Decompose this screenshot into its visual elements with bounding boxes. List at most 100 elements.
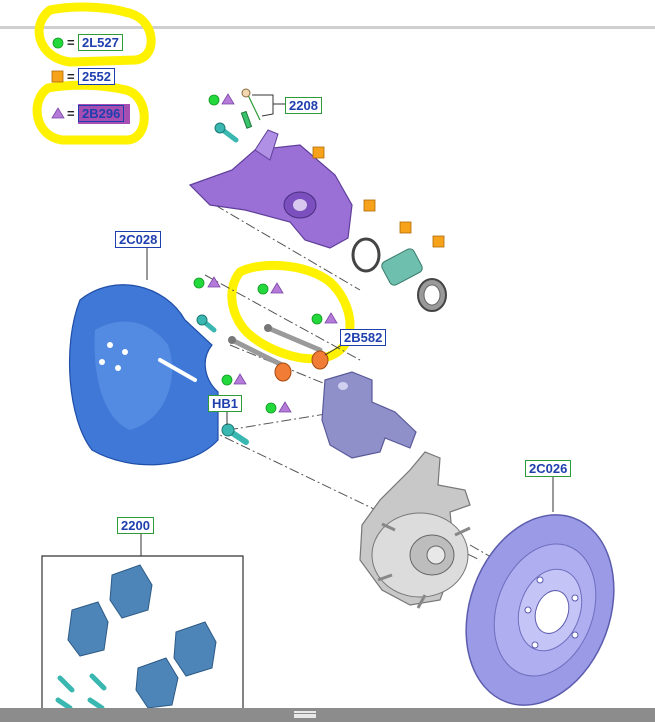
orange-square-marker xyxy=(399,221,412,234)
caliper xyxy=(188,88,353,249)
orange-square-marker xyxy=(432,235,445,248)
pad-kit-bolt xyxy=(57,675,75,693)
green-markers xyxy=(52,37,323,414)
green-dot-marker xyxy=(208,94,220,106)
highlight-marks xyxy=(32,2,355,364)
callout-2200[interactable]: 2200 xyxy=(117,517,154,534)
legend-code-2552[interactable]: 2552 xyxy=(78,68,115,85)
purple-triangle-marker xyxy=(324,312,338,324)
resize-grip-icon[interactable] xyxy=(294,711,316,718)
pad-kit xyxy=(41,534,244,711)
callout-hb1[interactable]: HB1 xyxy=(208,395,243,412)
bleeder-screw xyxy=(240,110,253,129)
pad-kit-bolts xyxy=(55,673,107,711)
piston-seal xyxy=(351,237,381,273)
caliper-bore-inner xyxy=(293,199,307,211)
orange-square-marker xyxy=(51,70,64,83)
purple-triangle-marker xyxy=(221,93,235,105)
legend-equals: = xyxy=(67,69,75,84)
callout-2c028[interactable]: 2C028 xyxy=(115,231,162,248)
orange-square-marker xyxy=(363,199,376,212)
rotor-lug-holes xyxy=(524,576,579,649)
guide-pin-long xyxy=(265,325,323,353)
callout-leaders xyxy=(146,94,554,512)
purple-triangle-marker xyxy=(207,276,221,288)
piston-set xyxy=(351,237,447,312)
dust-shield-holes xyxy=(99,342,128,371)
leader-2208-lower xyxy=(261,104,274,117)
hub-bore xyxy=(426,545,446,565)
caliper-bracket xyxy=(321,371,417,459)
wheel-hub xyxy=(359,451,471,609)
pin-bushing-lower xyxy=(274,362,292,382)
bleeder-link xyxy=(247,94,261,121)
guide-pins xyxy=(228,324,329,382)
rotor-lug-hole xyxy=(571,631,579,639)
bracket-bolt-upper-head xyxy=(196,314,208,326)
highlight-pin-area xyxy=(227,260,355,364)
callout-2208[interactable]: 2208 xyxy=(285,97,322,114)
caliper-body xyxy=(188,144,353,249)
piston-boot-hole xyxy=(423,284,441,306)
pad-kit-bolt xyxy=(55,697,73,711)
legend-equals: = xyxy=(67,106,75,121)
dust-shield-hole xyxy=(115,365,121,371)
hb1-bolt-head xyxy=(221,423,235,437)
brake-pad xyxy=(135,657,179,709)
rotor-lug-hole xyxy=(531,641,539,649)
rotor-lug-hole xyxy=(571,594,579,602)
top-divider xyxy=(0,26,655,29)
green-dot-marker xyxy=(257,283,269,295)
caliper-bolt xyxy=(214,122,239,143)
purple-triangle-marker xyxy=(51,107,65,119)
callout-2c026[interactable]: 2C026 xyxy=(525,460,572,477)
axis-caliper xyxy=(214,204,361,291)
rotor-bore xyxy=(534,590,570,634)
dust-shield-inner xyxy=(94,321,173,430)
purple-markers xyxy=(51,93,338,413)
dust-shield-hole xyxy=(122,349,128,355)
bracket-bolts xyxy=(196,314,249,445)
purple-triangle-marker xyxy=(278,401,292,413)
rotor-lug-hole xyxy=(524,606,532,614)
guide-pin-lower-head xyxy=(228,336,236,344)
hub-stud xyxy=(416,594,427,609)
brake-rotor xyxy=(465,514,615,706)
hub-stud xyxy=(377,573,393,582)
axis-bracket xyxy=(204,274,361,361)
rotor-lug-hole xyxy=(536,576,544,584)
hub-stud xyxy=(454,526,471,537)
bottom-scroll-bar[interactable] xyxy=(0,708,655,722)
highlight-legend-bottom xyxy=(32,80,149,145)
caliper-arm xyxy=(254,129,279,161)
purple-triangle-marker xyxy=(233,373,247,385)
green-dot-marker xyxy=(265,402,277,414)
hub-stud xyxy=(381,522,396,532)
brake-pad xyxy=(173,621,217,677)
dust-shield-hole xyxy=(107,342,113,348)
highlight-legend-top xyxy=(34,2,156,67)
legend-equals: = xyxy=(67,35,75,50)
orange-markers xyxy=(51,70,445,248)
brake-pad xyxy=(67,601,109,657)
guide-pin-lower xyxy=(229,337,285,368)
orange-square-marker xyxy=(312,146,325,159)
green-dot-marker xyxy=(52,37,64,49)
dust-shield-slot xyxy=(158,358,197,382)
green-dot-marker xyxy=(221,374,233,386)
bracket-hole xyxy=(338,382,348,390)
green-dot-marker xyxy=(311,313,323,325)
code-2b296-fill xyxy=(78,104,130,124)
pin-bushing-upper xyxy=(311,350,329,370)
piston-body xyxy=(381,248,423,286)
dust-shield-hole xyxy=(99,359,105,365)
legend-code-2b296[interactable]: 2B296 xyxy=(78,105,125,122)
pad-kit-frame xyxy=(41,555,244,708)
legend-code-2l527[interactable]: 2L527 xyxy=(78,34,123,51)
callout-2b582[interactable]: 2B582 xyxy=(340,329,387,346)
leader-2b582 xyxy=(324,344,343,356)
leader-2208 xyxy=(252,94,285,105)
dust-shield xyxy=(68,284,219,466)
guide-pin-long-head xyxy=(264,324,272,332)
